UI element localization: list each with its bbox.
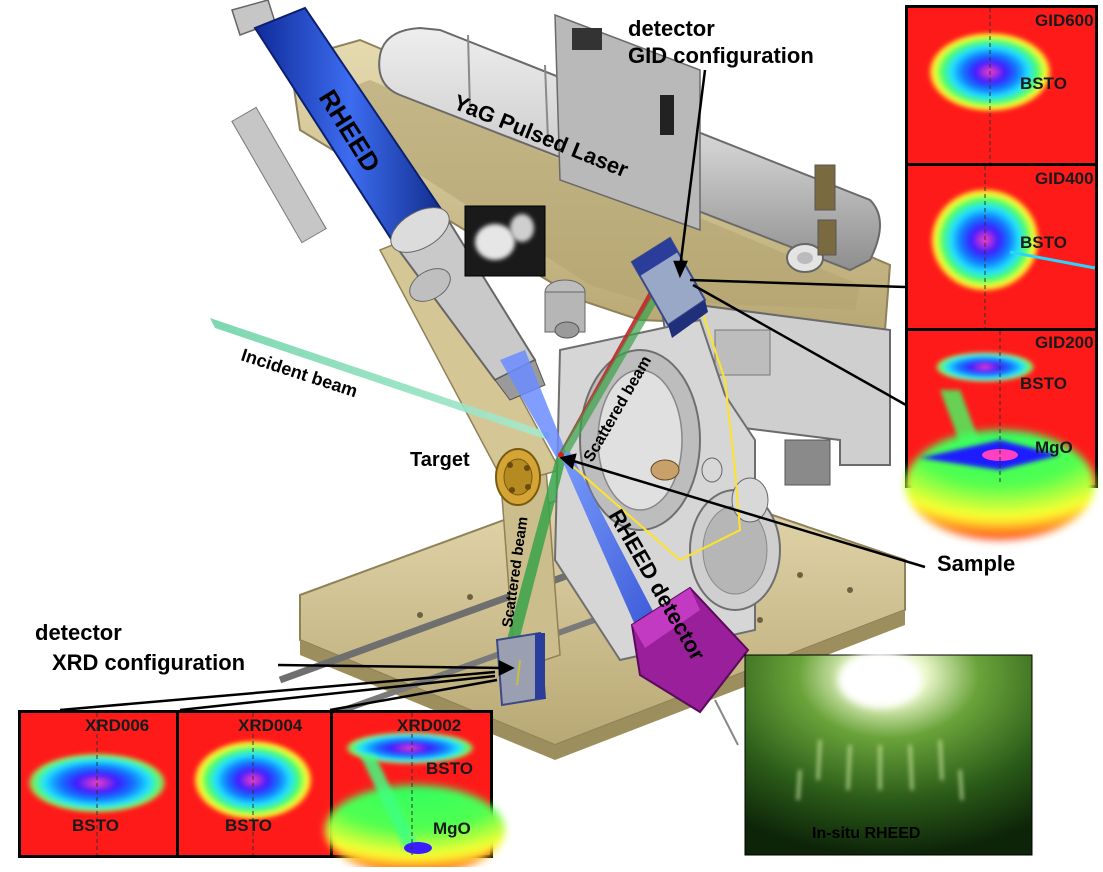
sample-point <box>558 452 564 458</box>
pointer-gid-to-200 <box>692 283 907 407</box>
xrd-panel-004-peak: BSTO <box>225 816 272 835</box>
rheed-electron-beam <box>500 350 566 457</box>
rheed-detector-box <box>630 586 750 746</box>
pointer-xrd <box>277 663 506 670</box>
in-situ-rheed-image: In-situ RHEED <box>744 652 1033 856</box>
upper-frame-window <box>330 80 860 310</box>
xrd-panel-004-title: XRD004 <box>238 716 303 735</box>
xrd-panel-004: XRD004 BSTO <box>179 713 330 855</box>
label-in-situ-rheed: In-situ RHEED <box>812 825 920 842</box>
gid-panel-400-title: GID400 <box>1035 169 1094 188</box>
xrd-panel-002-peak-bsto: BSTO <box>426 759 473 778</box>
pointer-lines <box>59 69 926 712</box>
label-detector-xrd-1: detector <box>35 620 122 645</box>
xrd-panel-002-title: XRD002 <box>397 716 461 735</box>
gid-panel-400: GID400 BSTO <box>908 166 1096 328</box>
xrd-panel-006-peak: BSTO <box>72 816 119 835</box>
xrd-panel-002: XRD002 BSTO MgO <box>325 713 505 872</box>
xrd-panel-006-title: XRD006 <box>85 716 149 735</box>
xrd-panel-strip: XRD006 BSTO XRD004 BSTO XRD002 BSTO MgO <box>18 710 505 872</box>
scattered-beams <box>506 272 742 645</box>
rheed-thumbnail <box>464 205 546 277</box>
xrd-detector <box>495 631 547 707</box>
rheed-gun <box>231 0 546 401</box>
label-target: Target <box>410 449 470 471</box>
pointer-sample <box>569 458 926 569</box>
gid-panel-200-peak-mgo: MgO <box>1035 438 1073 457</box>
pointer-gid-to-600 <box>689 278 907 289</box>
gid-panel-200-peak-bsto: BSTO <box>1020 374 1067 393</box>
label-detector-gid-2: GID configuration <box>628 43 814 68</box>
gid-panel-600-peak: BSTO <box>1020 74 1067 93</box>
incident-beam <box>210 318 550 440</box>
gid-panel-400-peak: BSTO <box>1020 233 1067 252</box>
label-sample: Sample <box>937 551 1015 576</box>
gid-panel-600-title: GID600 <box>1035 11 1094 30</box>
target <box>495 448 541 506</box>
gid-panel-200: GID200 BSTO MgO <box>905 331 1095 540</box>
xrd-panel-002-peak-mgo: MgO <box>433 819 471 838</box>
pointer-xrd-to-002 <box>329 678 498 712</box>
pointer-xrd-to-004 <box>179 674 496 712</box>
chamber <box>544 279 891 662</box>
xrd-panel-006: XRD006 BSTO <box>21 713 176 855</box>
base-plate-edge <box>300 610 905 760</box>
gid-detector <box>630 236 708 338</box>
pointer-gid <box>678 69 707 269</box>
gid-panel-stack: GID600 BSTO GID400 BSTO GID200 BSTO MgO <box>905 5 1098 540</box>
pointer-xrd-to-006 <box>59 670 496 712</box>
gid-panel-600: GID600 BSTO <box>908 8 1095 163</box>
label-detector-gid-1: detector <box>628 16 715 41</box>
label-detector-xrd-2: XRD configuration <box>52 650 245 675</box>
yag-laser <box>378 13 881 273</box>
gid-panel-200-title: GID200 <box>1035 333 1094 352</box>
